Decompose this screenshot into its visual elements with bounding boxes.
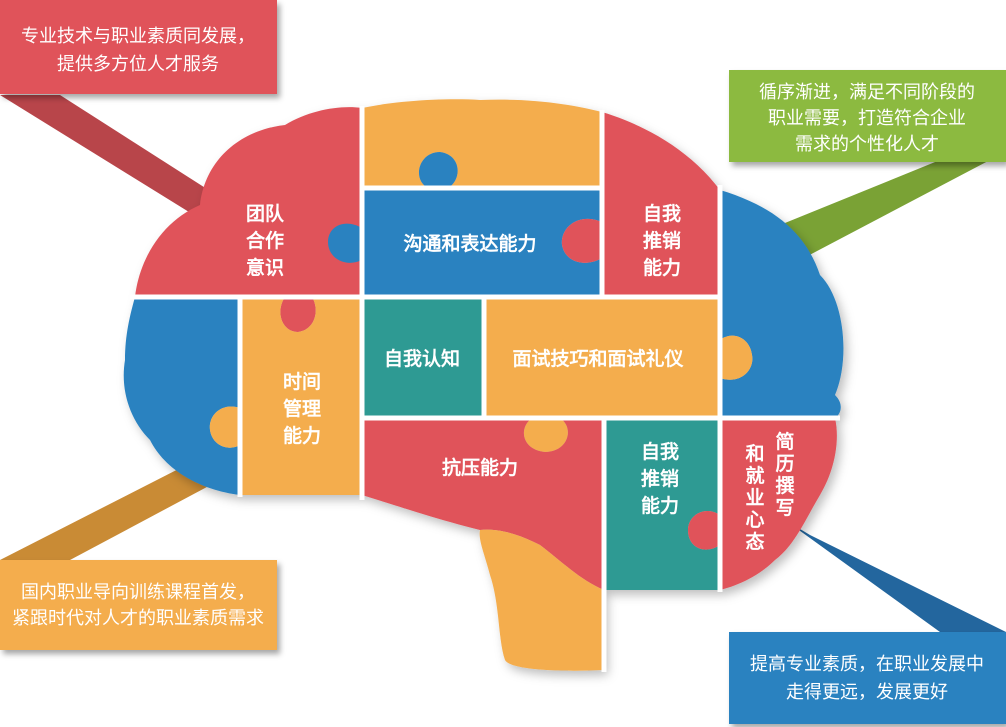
piece-self-cognition: [362, 297, 484, 418]
callout-top-left-line-1: 专业技术与职业素质同发展，: [21, 26, 255, 47]
callout-bottom-left-line-2: 紧跟时代对人才的职业素质需求: [12, 608, 264, 629]
time-mgmt-line-2: 管理: [283, 397, 321, 420]
piece-self-promo-bottom: [604, 418, 720, 590]
teamwork-line-1: 团队: [246, 202, 285, 225]
callout-bottom-left-box: [0, 560, 277, 650]
self-promo-bottom-line-3: 能力: [641, 494, 679, 517]
label-self-promo-top: 自我 推销 能力: [643, 202, 681, 279]
resume-col1-char-4: 心: [745, 509, 764, 531]
time-mgmt-line-1: 时间: [283, 371, 321, 393]
callout-bottom-right: 提高专业素质，在职业发展中 走得更远，发展更好: [729, 632, 1006, 724]
callout-top-left-box: [0, 0, 277, 94]
ribbon-bottom-left: [0, 458, 235, 560]
self-promo-top-line-2: 推销: [643, 229, 681, 252]
ribbon-bottom-right: [785, 520, 1006, 632]
callout-bottom-right-box: [729, 632, 1006, 724]
resume-col2-char-1: 简: [775, 430, 794, 453]
piece-time-management: [209, 297, 362, 495]
piece-stress: [362, 418, 604, 590]
label-stress: 抗压能力: [442, 456, 518, 479]
piece-top-orange: [362, 99, 602, 188]
piece-interview: [484, 297, 753, 452]
ribbon-top-right: [780, 160, 990, 260]
label-teamwork: 团队 合作 意识: [246, 202, 285, 279]
callout-top-right-line-2: 职业需要，打造符合企业: [768, 108, 966, 129]
resume-col2-char-2: 历: [775, 453, 794, 475]
label-resume-col-1: 和 就 业 心 态: [745, 442, 764, 553]
resume-col1-char-2: 就: [745, 464, 764, 487]
resume-col1-char-5: 态: [745, 530, 764, 553]
label-time-management: 时间 管理 能力: [283, 371, 321, 447]
self-promo-bottom-line-2: 推销: [641, 467, 679, 490]
callout-bottom-left: 国内职业导向训练课程首发， 紧跟时代对人才的职业素质需求: [0, 560, 277, 650]
callout-top-right-line-1: 循序渐进，满足不同阶段的: [759, 82, 975, 103]
label-communication: 沟通和表达能力: [403, 232, 536, 255]
callout-top-left-line-2: 提供多方位人才服务: [57, 54, 219, 75]
callout-bottom-right-line-1: 提高专业素质，在职业发展中: [750, 654, 984, 675]
self-promo-bottom-line-1: 自我: [641, 440, 679, 463]
piece-right-blue: [720, 190, 844, 418]
resume-col2-char-3: 撰: [775, 475, 794, 497]
callout-bottom-right-line-2: 走得更远，发展更好: [786, 682, 948, 703]
piece-resume: [688, 418, 837, 590]
callout-top-right-box: [729, 70, 1006, 162]
teamwork-line-2: 合作: [246, 229, 284, 252]
resume-col1-char-1: 和: [745, 442, 764, 465]
piece-left-blue: [123, 297, 240, 495]
label-self-cognition: 自我认知: [384, 347, 460, 370]
resume-col1-char-3: 业: [745, 487, 764, 509]
teamwork-line-3: 意识: [246, 256, 284, 279]
piece-stem: [479, 529, 604, 671]
piece-teamwork: [135, 107, 362, 332]
self-promo-top-line-3: 能力: [643, 256, 681, 279]
ribbon-top-left: [0, 95, 232, 225]
label-resume-col-2: 简 历 撰 写: [775, 430, 794, 519]
callout-top-left: 专业技术与职业素质同发展， 提供多方位人才服务: [0, 0, 277, 94]
callout-bottom-left-line-1: 国内职业导向训练课程首发，: [21, 582, 255, 603]
callout-top-right-line-3: 需求的个性化人才: [795, 134, 939, 155]
time-mgmt-line-3: 能力: [283, 424, 321, 447]
resume-col2-char-4: 写: [775, 497, 794, 519]
piece-borders: [130, 106, 840, 672]
label-interview: 面试技巧和面试礼仪: [512, 347, 684, 370]
self-promo-top-line-1: 自我: [643, 202, 681, 225]
label-self-promo-bottom: 自我 推销 能力: [641, 440, 679, 517]
callout-top-right: 循序渐进，满足不同阶段的 职业需要，打造符合企业 需求的个性化人才: [729, 70, 1006, 162]
